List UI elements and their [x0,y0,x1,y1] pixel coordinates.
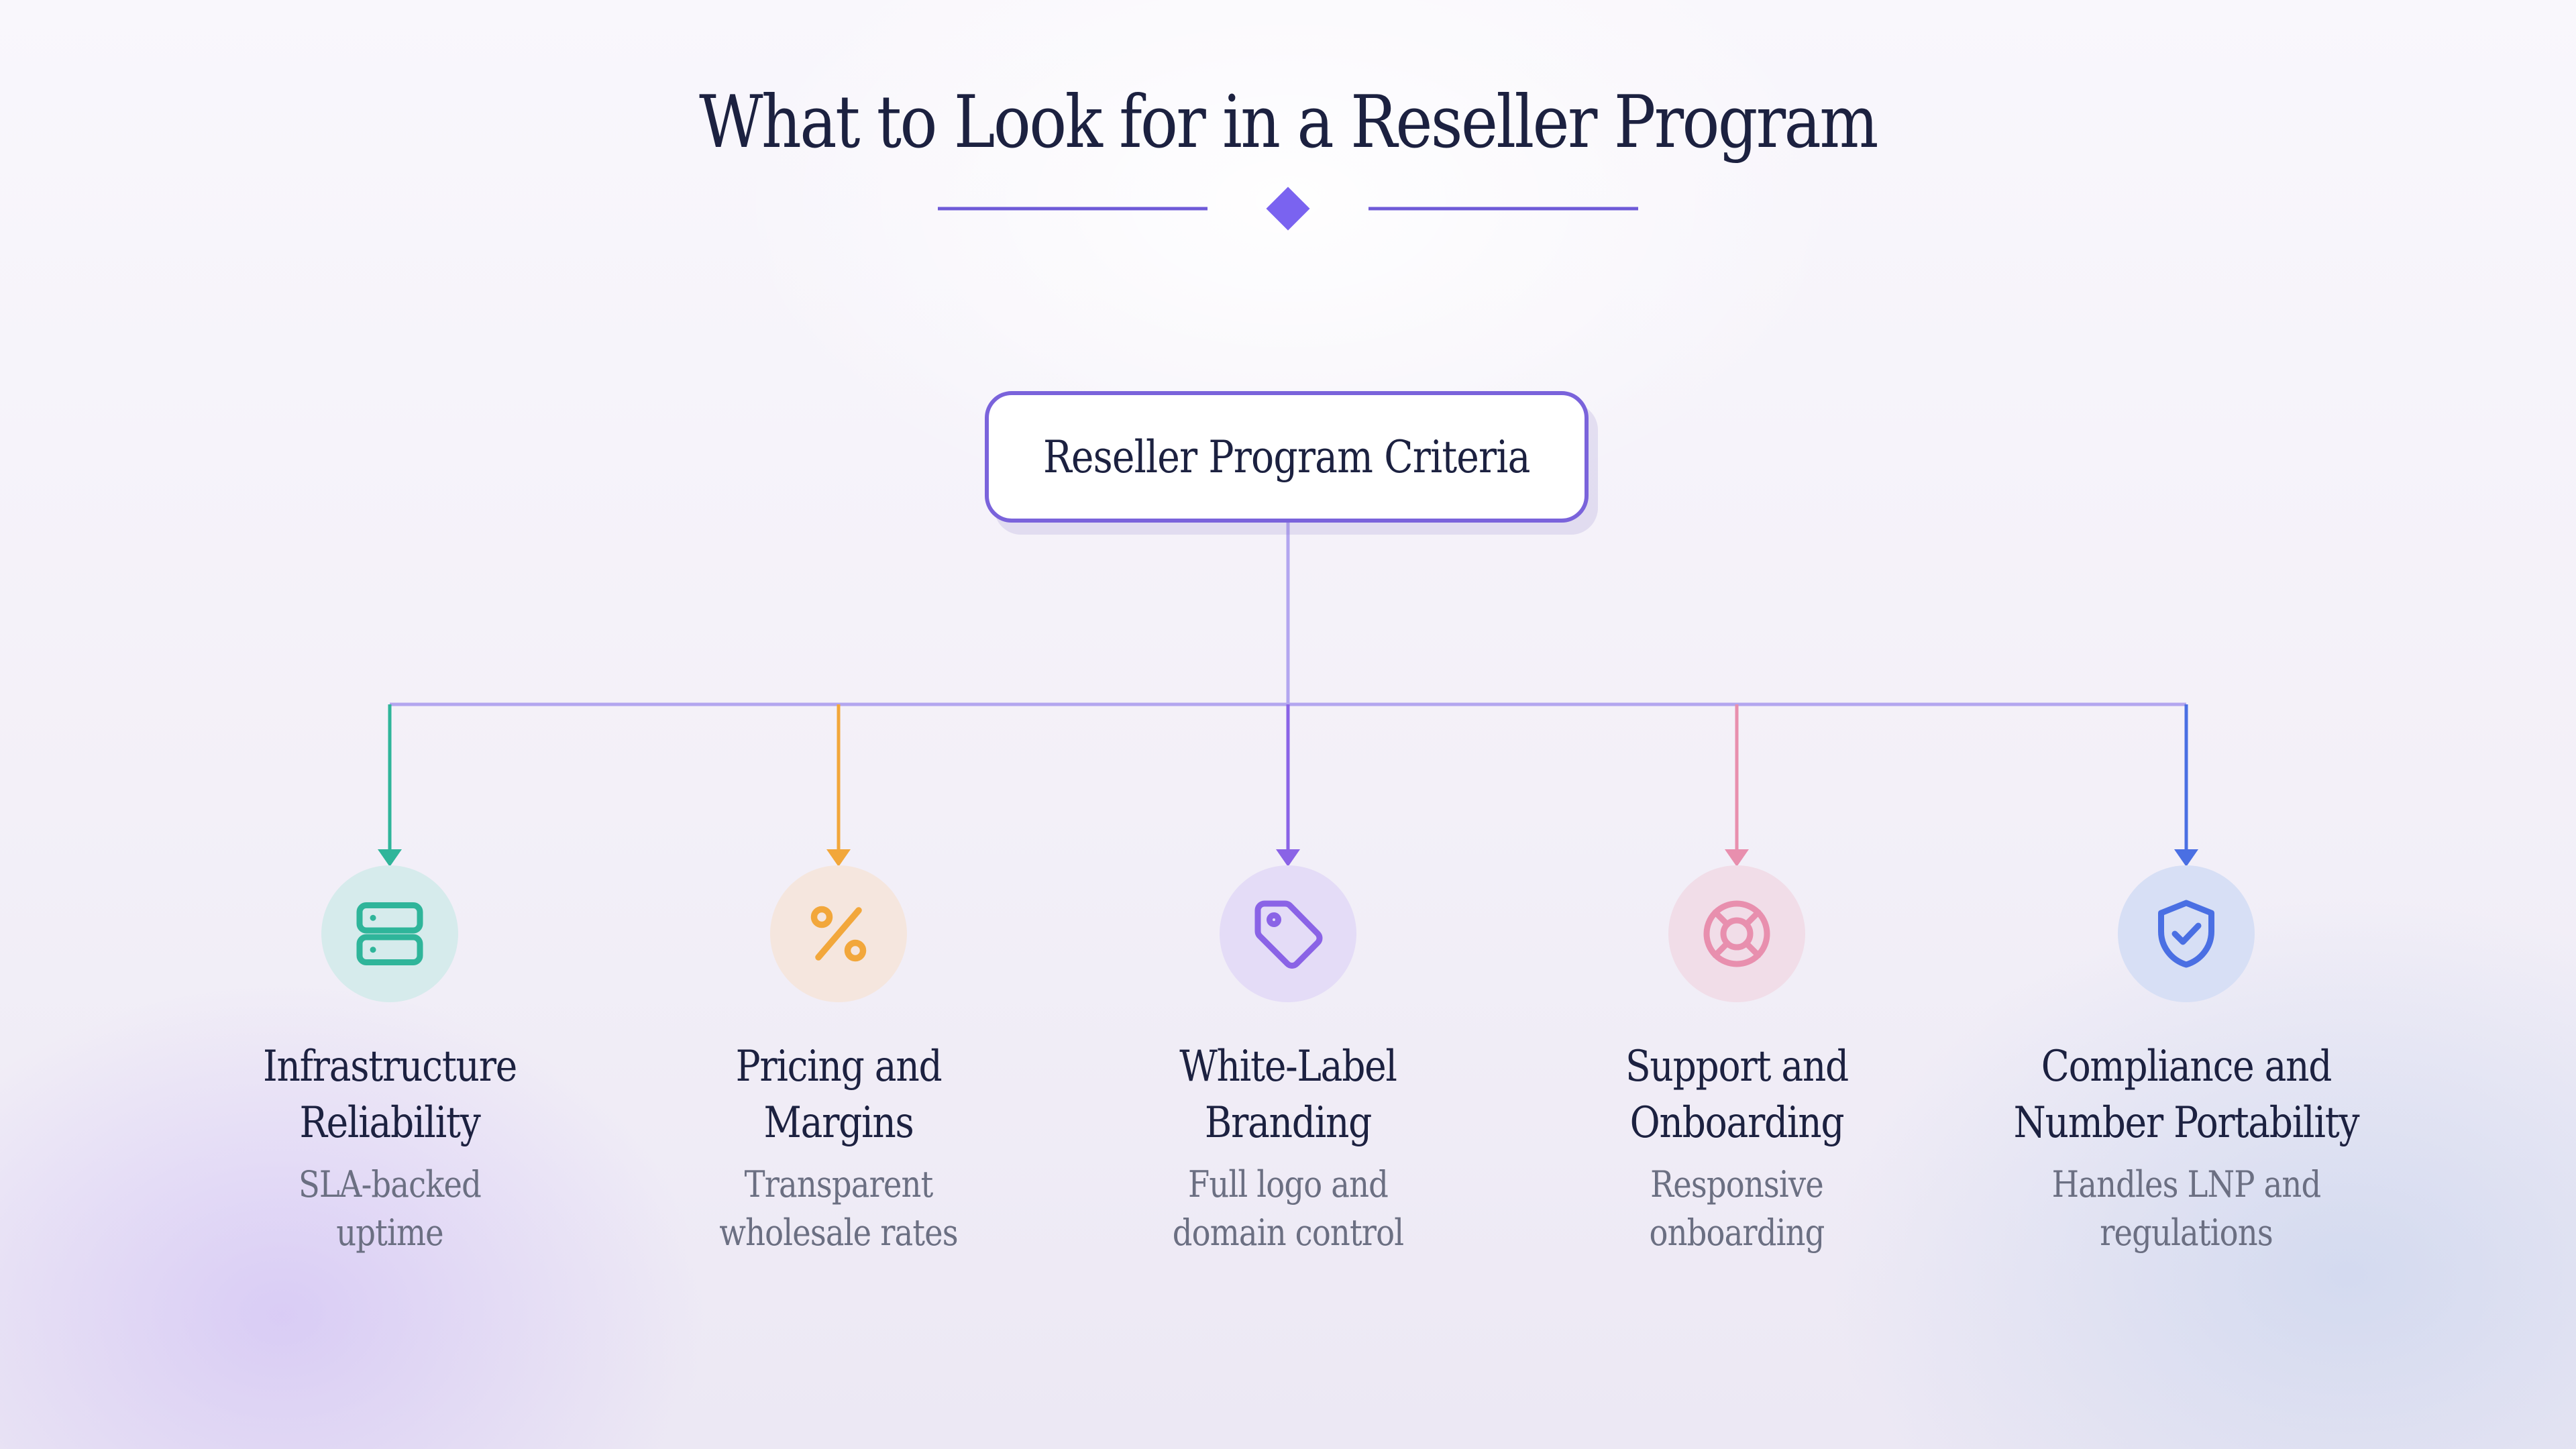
criterion-title: White-Label Branding [1179,1042,1397,1148]
tag-icon [1254,900,1323,969]
criterion-description: SLA-backed uptime [298,1163,482,1254]
branch-arrow-5 [2174,849,2198,867]
criterion-infrastructure: Infrastructure Reliability SLA-backed up… [155,865,625,1257]
shield-check-icon [2158,900,2214,968]
percent-icon [810,906,867,962]
branch-arrow-3 [1276,849,1300,867]
criterion-description: Handles LNP and regulations [2051,1163,2322,1254]
lifebuoy-icon [1703,900,1770,967]
criterion-title: Infrastructure Reliability [262,1042,517,1148]
root-node-label: Reseller Program Criteria [1043,431,1530,483]
criterion-white-label: White-Label Branding Full logo and domai… [1053,865,1523,1257]
criterion-title: Compliance and Number Portability [2013,1042,2360,1148]
criterion-pricing: Pricing and Margins Transparent wholesal… [604,865,1073,1257]
server-icon [356,902,423,965]
criterion-icon-circle [1668,865,1805,1002]
criterion-icon-circle [321,865,458,1002]
criterion-icon-circle [770,865,907,1002]
diamond-icon [1266,186,1310,231]
branch-arrow-4 [1725,849,1749,867]
criterion-compliance: Compliance and Number Portability Handle… [1951,865,2421,1257]
criterion-title: Support and Onboarding [1625,1042,1849,1148]
criterion-icon-circle [2118,865,2255,1002]
criterion-description: Full logo and domain control [1172,1163,1404,1254]
criterion-description: Transparent wholesale rates [719,1163,958,1254]
root-node: Reseller Program Criteria [985,391,1589,523]
criterion-title: Pricing and Margins [735,1042,943,1148]
criterion-description: Responsive onboarding [1649,1163,1825,1254]
branch-arrow-1 [378,849,402,867]
criterion-icon-circle [1220,865,1356,1002]
page-title: What to Look for in a Reseller Program [699,80,1878,164]
criterion-support: Support and Onboarding Responsive onboar… [1502,865,1972,1257]
branch-arrow-2 [826,849,851,867]
